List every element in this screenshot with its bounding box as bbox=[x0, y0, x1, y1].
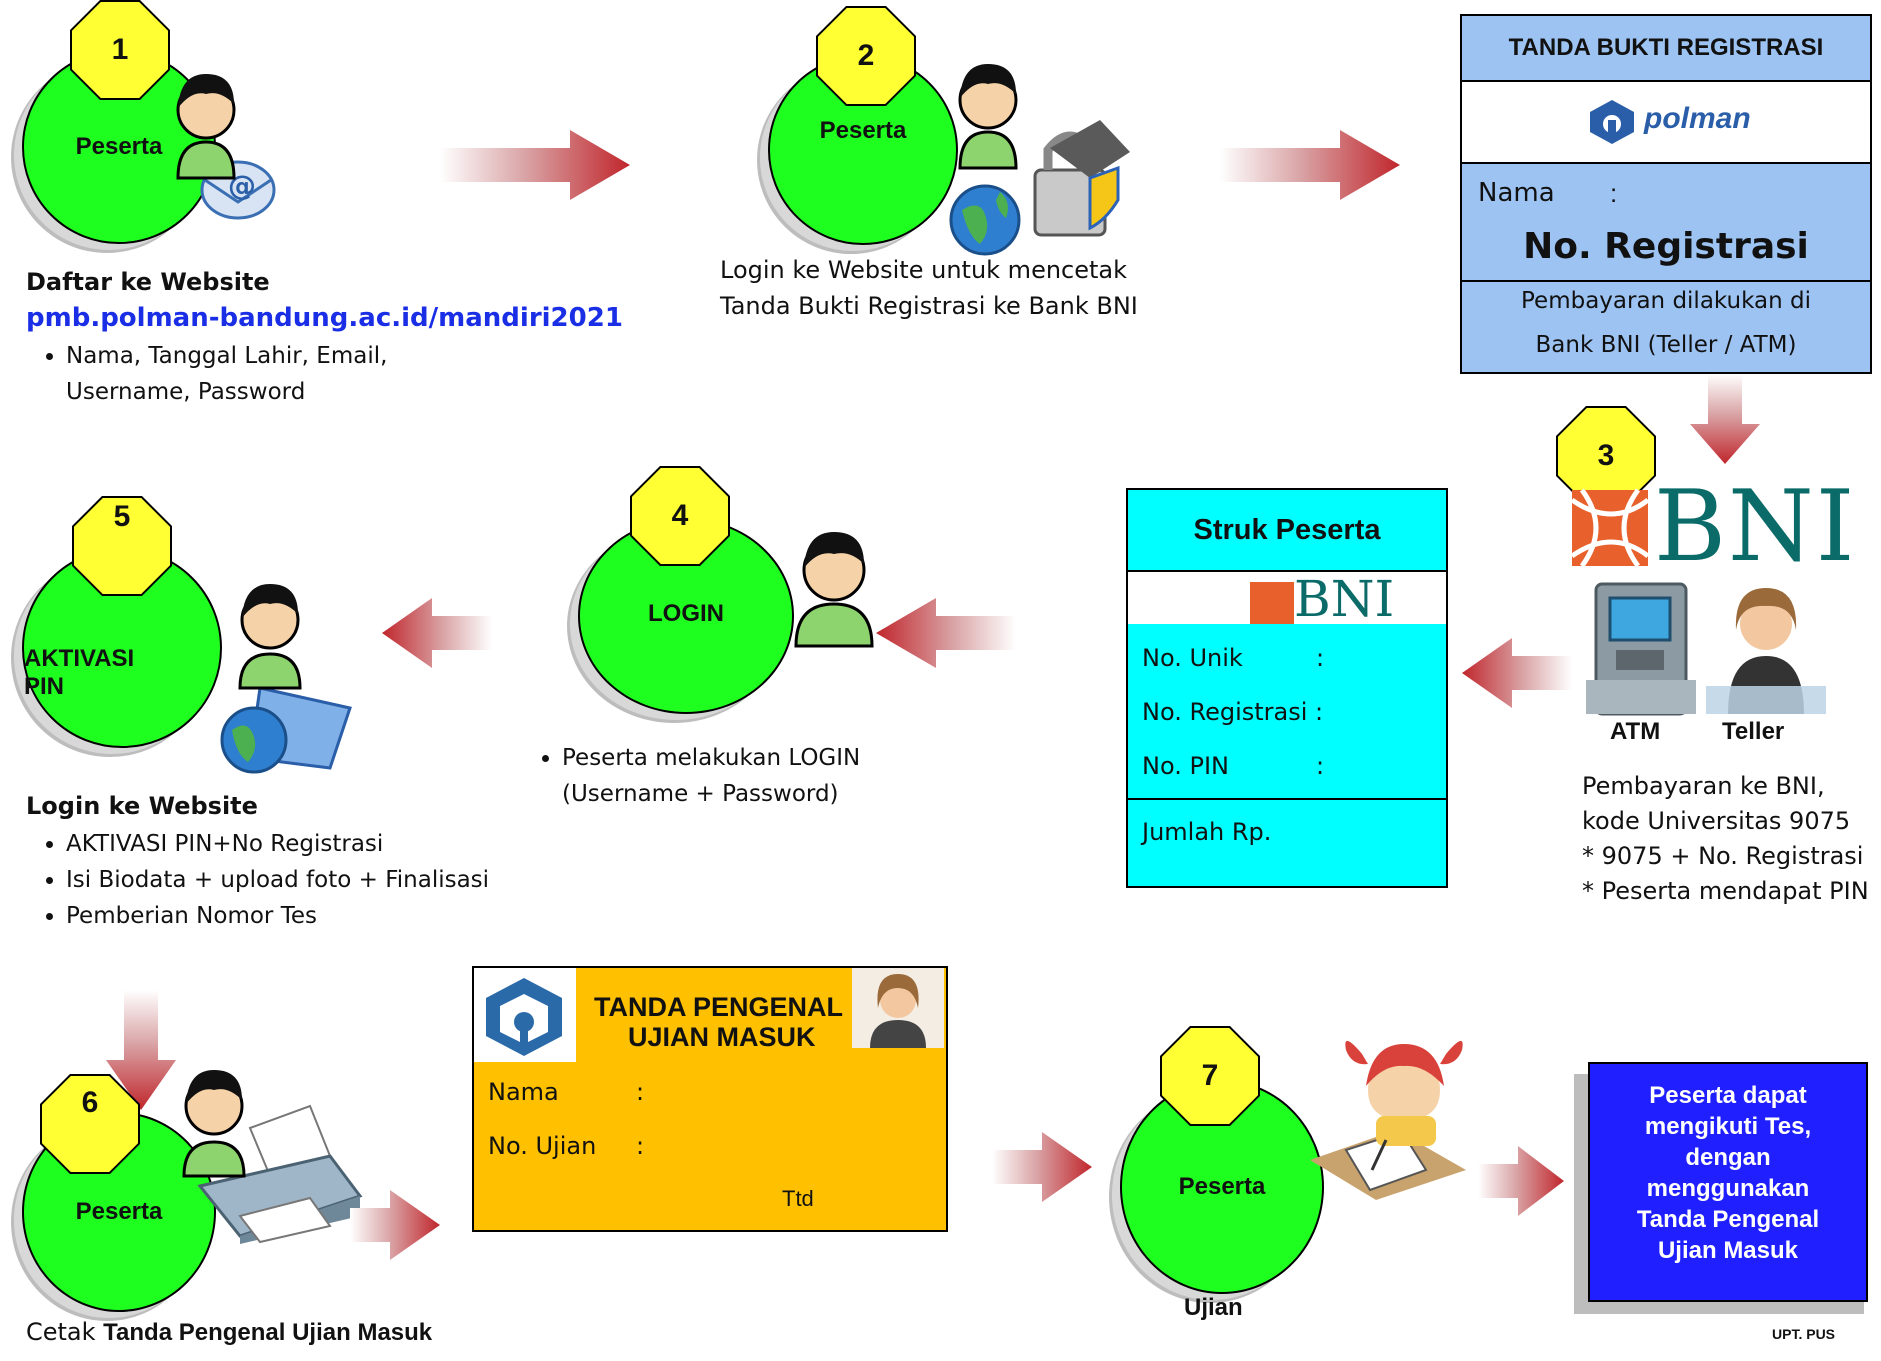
step5-badge: 5 bbox=[74, 498, 170, 594]
bni-receipt-card: Struk Peserta BNI No. Unik : No. Registr… bbox=[1126, 488, 1448, 888]
receipt-total-label: Jumlah Rp. bbox=[1142, 818, 1272, 846]
registration-url-link[interactable]: pmb.polman-bandung.ac.id/mandiri2021 bbox=[26, 303, 623, 333]
final-info-box: Peserta dapat mengikuti Tes, dengan meng… bbox=[1588, 1062, 1868, 1302]
footer-text: UPT. PUS bbox=[1772, 1326, 1836, 1342]
step7-caption: Ujian bbox=[1184, 1294, 1243, 1321]
list-item: Nama, Tanggal Lahir, Email, bbox=[66, 338, 387, 374]
step3-badge: 3 bbox=[1558, 408, 1654, 504]
list-item: Peserta melakukan LOGIN bbox=[562, 740, 860, 776]
list-item: Username, Password bbox=[66, 379, 306, 405]
registration-receipt-card: TANDA BUKTI REGISTRASI polman Nama : No.… bbox=[1460, 14, 1872, 374]
arrow-right-icon bbox=[440, 130, 630, 200]
nama-field-label: Nama bbox=[1478, 178, 1555, 208]
final-line: Peserta dapat bbox=[1649, 1082, 1807, 1109]
id-card-signature-label: Ttd bbox=[782, 1186, 814, 1211]
atm-label: ATM bbox=[1610, 718, 1661, 745]
final-line: mengikuti Tes, bbox=[1644, 1113, 1812, 1140]
arrow-right-icon bbox=[1478, 1146, 1564, 1216]
payment-note-line1: Pembayaran dilakukan di bbox=[1521, 288, 1811, 314]
arrow-left-icon bbox=[382, 598, 492, 668]
arrow-left-icon bbox=[876, 598, 1016, 668]
list-item: AKTIVASI PIN+No Registrasi bbox=[66, 826, 489, 862]
step1-badge: 1 bbox=[72, 2, 168, 98]
teller-label: Teller bbox=[1722, 718, 1785, 745]
user-icon bbox=[794, 532, 874, 648]
step3-desc-line3: * 9075 + No. Registrasi bbox=[1582, 842, 1864, 870]
arrow-down-icon bbox=[106, 990, 176, 1110]
step3-desc-line4: * Peserta mendapat PIN bbox=[1582, 877, 1869, 905]
receipt-row-label: No. Unik bbox=[1142, 644, 1243, 672]
exam-id-card: TANDA PENGENAL UJIAN MASUK Nama : No. Uj… bbox=[472, 966, 948, 1232]
no-registrasi-label: No. Registrasi bbox=[1523, 226, 1809, 267]
id-card-title-line1: TANDA PENGENAL bbox=[594, 992, 843, 1022]
list-item: Isi Biodata + upload foto + Finalisasi bbox=[66, 862, 489, 898]
step5-list: AKTIVASI PIN+No Registrasi Isi Biodata +… bbox=[26, 826, 489, 934]
atm-icon bbox=[1586, 582, 1696, 716]
card-header: TANDA BUKTI REGISTRASI bbox=[1462, 16, 1870, 82]
id-card-no-ujian-label: No. Ujian bbox=[488, 1132, 597, 1160]
user-email-icon: @ bbox=[176, 74, 276, 220]
step1-title: Daftar ke Website bbox=[26, 268, 270, 296]
final-line: Ujian Masuk bbox=[1657, 1237, 1799, 1264]
id-card-logo bbox=[474, 968, 576, 1062]
arrow-right-icon bbox=[1220, 130, 1400, 200]
final-line: Tanda Pengenal bbox=[1636, 1206, 1820, 1233]
receipt-bni-logo: BNI bbox=[1128, 572, 1446, 624]
user-globe-lock-icon bbox=[949, 64, 1130, 256]
photo-avatar-icon bbox=[852, 968, 944, 1048]
id-card-nama-label: Nama bbox=[488, 1078, 559, 1106]
step6-badge: 6 bbox=[42, 1076, 138, 1172]
arrow-down-icon bbox=[1690, 374, 1760, 464]
final-line: dengan bbox=[1685, 1144, 1771, 1171]
step4-list: Peserta melakukan LOGIN (Username + Pass… bbox=[522, 740, 860, 812]
arrow-left-icon bbox=[1462, 638, 1572, 708]
step1-list: Nama, Tanggal Lahir, Email, Username, Pa… bbox=[26, 338, 387, 410]
step3-desc-line1: Pembayaran ke BNI, bbox=[1582, 772, 1825, 800]
payment-note-line2: Bank BNI (Teller / ATM) bbox=[1535, 332, 1797, 358]
step2-desc-line1: Login ke Website untuk mencetak bbox=[720, 256, 1128, 284]
id-card-title-line2: UJIAN MASUK bbox=[628, 1022, 816, 1052]
step2-badge: 2 bbox=[818, 8, 914, 104]
list-item: (Username + Password) bbox=[562, 781, 839, 807]
student-writing-icon bbox=[1310, 1040, 1466, 1200]
step6-caption: Cetak Tanda Pengenal Ujian Masuk bbox=[26, 1318, 433, 1346]
polman-logo: polman bbox=[1462, 82, 1870, 164]
receipt-row-label: No. Registrasi : bbox=[1142, 698, 1324, 726]
final-line: menggunakan bbox=[1646, 1175, 1810, 1202]
step2-desc-line2: Tanda Bukti Registrasi ke Bank BNI bbox=[720, 292, 1138, 320]
step7-badge: 7 bbox=[1162, 1028, 1258, 1124]
list-item: Pemberian Nomor Tes bbox=[66, 898, 489, 934]
bni-logo: BNI bbox=[1570, 470, 1872, 584]
receipt-title: Struk Peserta bbox=[1128, 490, 1446, 572]
user-printer-icon bbox=[182, 1070, 363, 1244]
step4-badge: 4 bbox=[632, 468, 728, 564]
step3-desc-line2: kode Universitas 9075 bbox=[1582, 807, 1851, 835]
step2-circle: Peserta bbox=[768, 55, 958, 245]
arrow-right-icon bbox=[350, 1190, 440, 1260]
user-globe-folder-icon bbox=[220, 584, 352, 774]
step5-title: Login ke Website bbox=[26, 792, 258, 820]
arrow-right-icon bbox=[992, 1132, 1092, 1202]
teller-icon bbox=[1706, 588, 1826, 714]
receipt-row-label: No. PIN bbox=[1142, 752, 1229, 780]
